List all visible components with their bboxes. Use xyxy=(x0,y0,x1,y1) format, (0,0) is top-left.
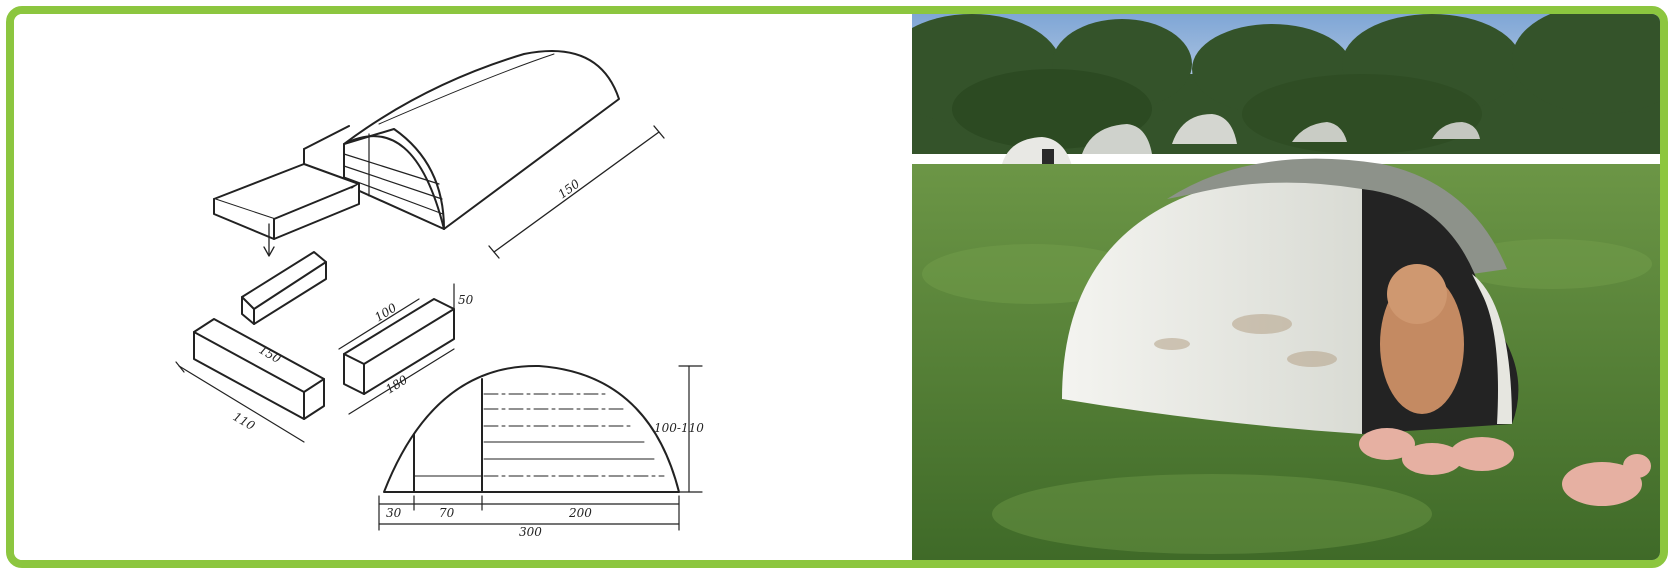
label-small-height: 50 xyxy=(458,293,474,307)
label-depth-b: 180 xyxy=(383,372,410,396)
panel-left-long xyxy=(175,318,325,443)
label-seg-1: 30 xyxy=(386,506,402,520)
image-frame: 150 150 110 100 180 50 100-110 30 70 200… xyxy=(6,6,1668,568)
piglets xyxy=(1359,428,1651,506)
label-door-width-b: 110 xyxy=(231,409,258,433)
front-elevation xyxy=(378,364,703,531)
ark-photo xyxy=(912,14,1660,560)
length-dimension xyxy=(488,125,665,259)
tree-line xyxy=(912,14,1660,154)
panel-right xyxy=(338,283,455,415)
sow xyxy=(1380,264,1464,414)
label-seg-3: 200 xyxy=(568,506,592,520)
front-pen xyxy=(213,125,360,240)
label-height: 100-110 xyxy=(654,421,704,435)
photo-svg xyxy=(912,14,1660,560)
assembly-arrow xyxy=(263,223,275,257)
panel-small xyxy=(241,251,327,325)
drawing-svg: 150 150 110 100 180 50 100-110 30 70 200… xyxy=(175,50,704,539)
label-depth-a: 100 xyxy=(372,300,399,324)
label-total-width: 300 xyxy=(519,525,542,539)
ark-body xyxy=(343,50,620,230)
label-seg-2: 70 xyxy=(439,506,455,520)
ark-technical-drawing: 150 150 110 100 180 50 100-110 30 70 200… xyxy=(14,14,912,560)
